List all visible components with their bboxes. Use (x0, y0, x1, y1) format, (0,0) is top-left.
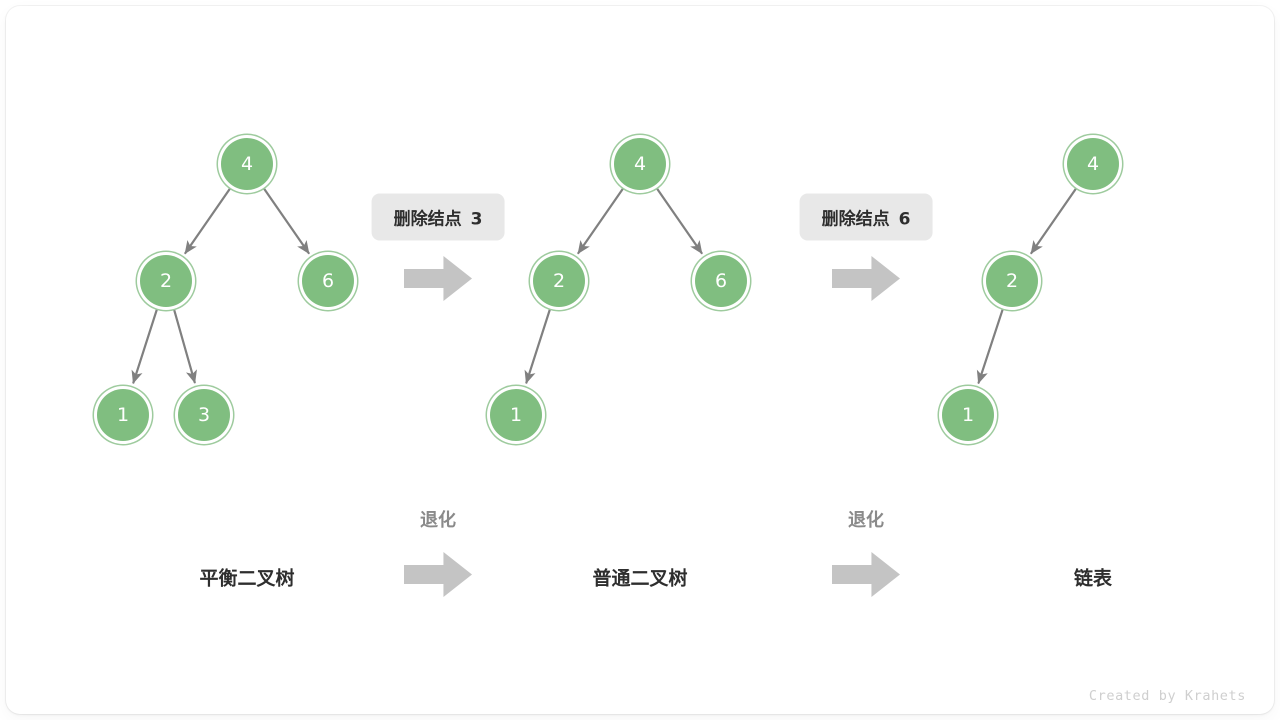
tree-node: 1 (97, 389, 149, 441)
stage-caption: 链表 (1073, 567, 1113, 590)
tree-edge (184, 186, 232, 255)
delete-node-pill: 删除结点 6 (799, 193, 933, 241)
tree-node: 4 (1067, 138, 1119, 190)
tree-node: 6 (302, 255, 354, 307)
delete-node-pill: 删除结点 3 (371, 193, 505, 241)
tree-edge (577, 186, 625, 255)
delete-node-pill-value: 3 (470, 209, 483, 230)
transition-arrow-bottom (832, 552, 900, 602)
watermark: Created by Krahets (1088, 688, 1246, 704)
tree-node: 4 (221, 138, 273, 190)
tree-edge (131, 307, 159, 384)
tree-edge (524, 307, 552, 384)
block-arrow-shape (404, 552, 472, 597)
block-arrow-shape (832, 256, 900, 301)
tree-node: 1 (490, 389, 542, 441)
delete-node-pill-value: 6 (898, 209, 911, 230)
tree-edge (976, 307, 1005, 384)
tree-edge (172, 307, 197, 384)
transition-arrow-bottom (404, 552, 472, 602)
tree-edge (262, 186, 310, 255)
delete-node-pill-label: 删除结点 (821, 209, 890, 230)
delete-node-pill-label: 删除结点 (393, 209, 462, 230)
degeneration-label: 退化 (420, 510, 456, 531)
block-arrow-shape (832, 552, 900, 597)
tree-node: 1 (942, 389, 994, 441)
tree-node: 6 (695, 255, 747, 307)
tree-node: 4 (614, 138, 666, 190)
tree-edge (1030, 186, 1078, 255)
tree-node: 2 (986, 255, 1038, 307)
transition-arrow-top (404, 256, 472, 306)
tree-node: 2 (140, 255, 192, 307)
diagram-card (6, 6, 1274, 714)
tree-node: 2 (533, 255, 585, 307)
tree-node: 3 (178, 389, 230, 441)
block-arrow-shape (404, 256, 472, 301)
stage-caption: 平衡二叉树 (199, 567, 295, 590)
tree-edge (655, 186, 703, 255)
stage-caption: 普通二叉树 (592, 567, 688, 590)
transition-arrow-top (832, 256, 900, 306)
degeneration-label: 退化 (848, 510, 884, 531)
